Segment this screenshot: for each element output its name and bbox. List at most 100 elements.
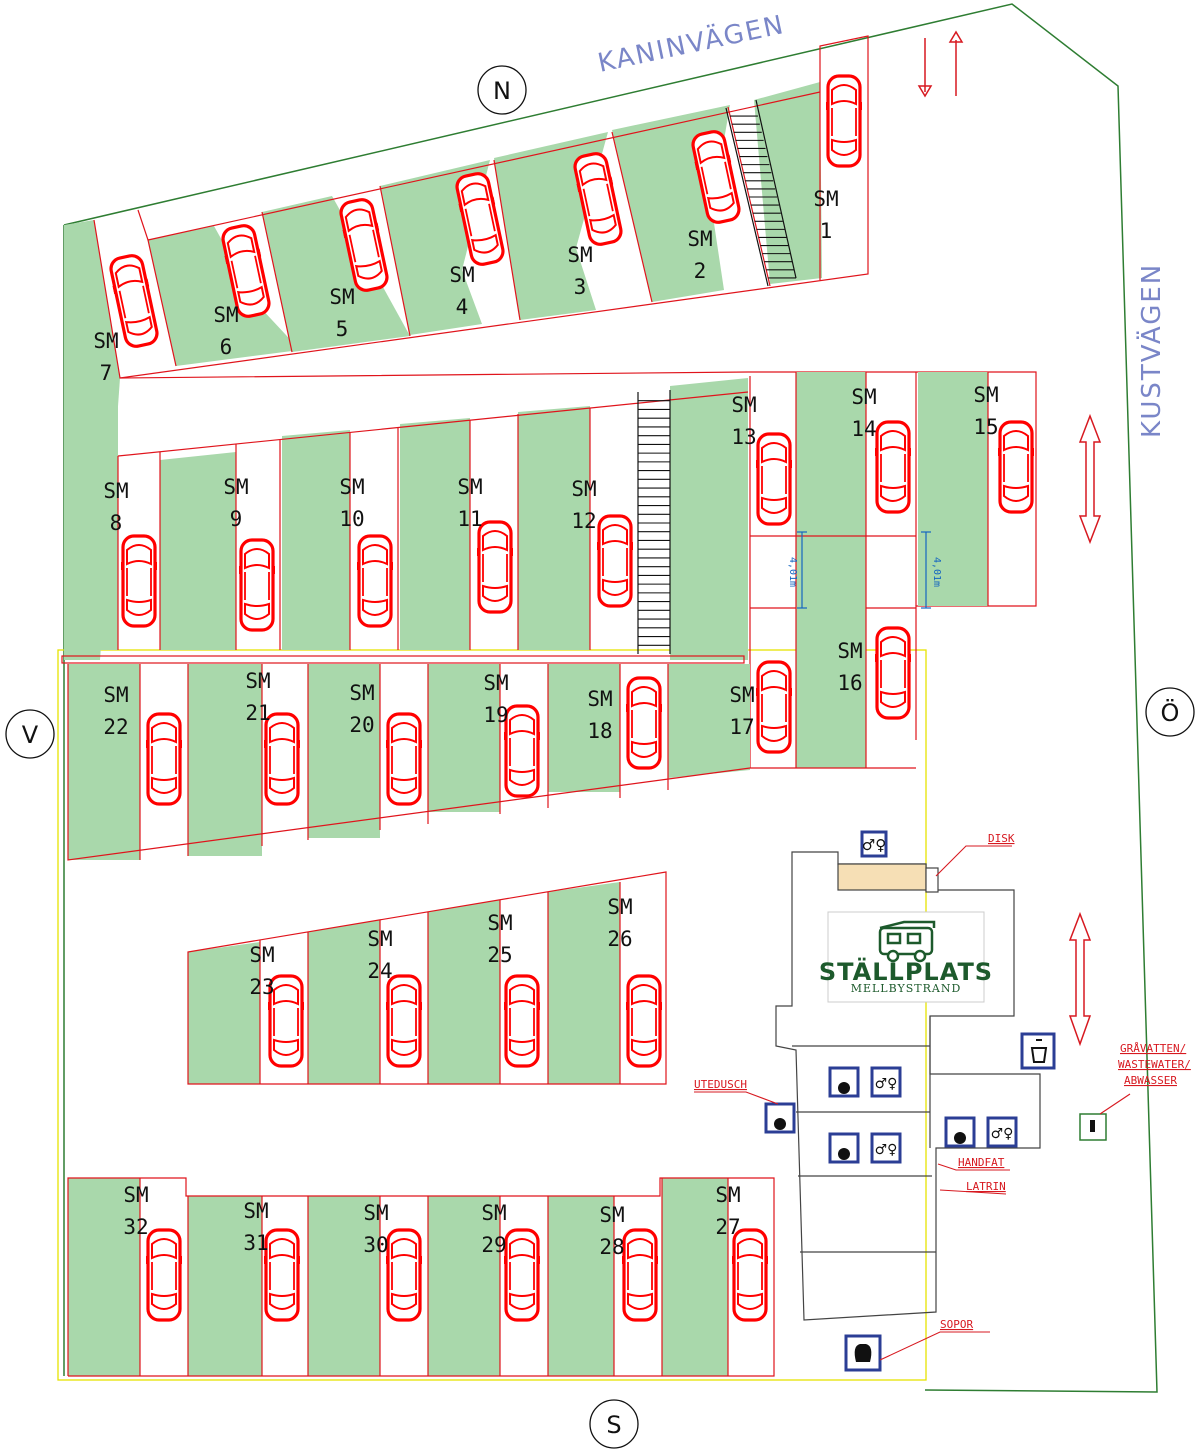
logo: STÄLLPLATS MELLBYSTRAND [819, 911, 993, 1003]
svg-text:♂♀: ♂♀ [862, 836, 886, 854]
ruler-north [725, 99, 797, 287]
two-way-arrow-icon [1078, 413, 1102, 545]
car-icon [756, 660, 792, 754]
shower-icon [828, 1066, 860, 1098]
car-icon [477, 520, 513, 614]
car-icon [622, 1228, 658, 1322]
wc-icon: ♂♀ [986, 1116, 1018, 1148]
car-icon [357, 534, 393, 628]
compass-north: N [477, 65, 527, 115]
caravan-logo-icon [878, 920, 936, 963]
dimension-left-label: 4,01m [787, 557, 798, 587]
compass-west: V [5, 709, 55, 759]
car-icon [756, 432, 792, 526]
car-icon [504, 974, 540, 1068]
svg-text:Ö: Ö [1161, 698, 1180, 727]
road-label-east: KUSTVÄGEN [1135, 263, 1167, 438]
car-icon [626, 676, 662, 770]
greywater-drain-icon [1079, 1113, 1107, 1141]
road-label-north: KANINVÄGEN [595, 8, 788, 79]
car-icon [504, 704, 540, 798]
car-icon [998, 420, 1034, 514]
compass-south: S [589, 1399, 639, 1449]
lane-north [119, 371, 1037, 740]
car-icon [504, 1228, 540, 1322]
car-icon [826, 74, 862, 168]
car-icon [597, 514, 633, 608]
dimension-right [921, 531, 931, 609]
wc-icon: ♂♀ [860, 830, 888, 858]
row-27-32 [67, 1177, 775, 1377]
car-icon [146, 1228, 182, 1322]
service-building [775, 851, 1041, 1321]
car-icon [239, 538, 275, 632]
compass-east: Ö [1145, 687, 1195, 737]
svg-text:♂♀: ♂♀ [875, 1142, 898, 1158]
row-23-26 [187, 871, 667, 1085]
dimension-left [797, 531, 807, 609]
one-way-arrows [917, 30, 964, 98]
note-gravatten-1: GRÅVATTEN/ [1120, 1042, 1186, 1055]
car-icon [146, 712, 182, 806]
svg-text:V: V [22, 721, 39, 749]
car-icon [386, 1228, 422, 1322]
car-icon [732, 1228, 768, 1322]
note-utedusch: UTEDUSCH [694, 1078, 747, 1091]
middle-row [61, 370, 989, 769]
car-icon [121, 534, 157, 628]
note-sopor: SOPOR [940, 1318, 973, 1331]
car-icon [626, 974, 662, 1068]
note-disk: DISK [988, 832, 1015, 845]
svg-text:♂♀: ♂♀ [991, 1126, 1014, 1142]
wc-icon: ♂♀ [870, 1132, 902, 1164]
note-leaders [694, 845, 1131, 1361]
row-17-22 [67, 664, 751, 861]
area-boundary [57, 649, 927, 1381]
wc-icon: ♂♀ [870, 1066, 902, 1098]
shower-icon [828, 1132, 860, 1164]
garbage-bag-icon [844, 1334, 882, 1372]
note-latrin: LATRIN [966, 1180, 1006, 1193]
svg-text:S: S [606, 1411, 621, 1439]
svg-text:♂♀: ♂♀ [875, 1076, 898, 1092]
note-gravatten-3: ABWASSER [1124, 1074, 1177, 1087]
shower-icon [944, 1116, 976, 1148]
note-gravatten-2: WASTEWATER/ [1118, 1058, 1191, 1071]
svg-text:N: N [493, 77, 511, 105]
car-icon [264, 1228, 300, 1322]
logo-title: STÄLLPLATS [819, 957, 993, 986]
two-way-arrow-icon [1068, 911, 1092, 1047]
car-icon [386, 974, 422, 1068]
car-icon [386, 712, 422, 806]
dishwash-icon [1020, 1032, 1056, 1070]
logo-subtitle: MELLBYSTRAND [851, 982, 962, 995]
